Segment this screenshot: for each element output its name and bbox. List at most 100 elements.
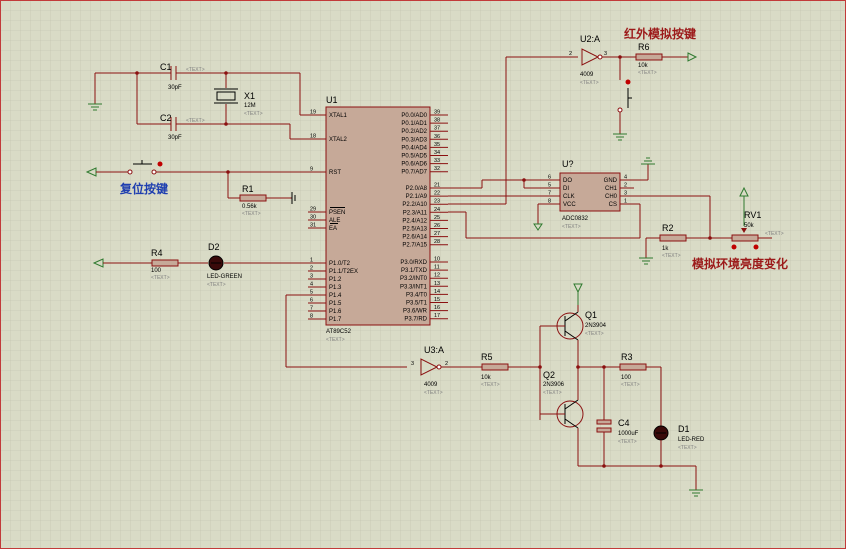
reset-section: R1 0.56k <TEXT> bbox=[85, 160, 308, 217]
pin-number: 6 bbox=[310, 298, 313, 304]
pin-number: 8 bbox=[310, 314, 313, 320]
r1-ref: R1 bbox=[242, 184, 254, 194]
pin-name: RST bbox=[329, 170, 341, 176]
pin-name: P3.6/WR bbox=[403, 309, 428, 315]
pin-name: P2.7/A15 bbox=[402, 243, 427, 249]
pin-number: 27 bbox=[434, 231, 440, 237]
annotation-reset-key: 复位按键 bbox=[119, 181, 168, 196]
adc-text-placeholder: <TEXT> bbox=[562, 224, 581, 230]
pin-name: P1.3 bbox=[329, 285, 342, 291]
u2-pin-out: 3 bbox=[604, 51, 607, 57]
pin-name: P1.4 bbox=[329, 293, 342, 299]
pin-1: 1P1.0/T2 bbox=[308, 258, 351, 267]
rv1-value: 50k bbox=[744, 223, 755, 229]
pin-name: P2.3/A11 bbox=[403, 210, 428, 216]
pin-name: P3.1/TXD bbox=[401, 268, 428, 274]
c4-text: <TEXT> bbox=[618, 439, 637, 445]
pin-number: 21 bbox=[434, 183, 440, 189]
r5-ref: R5 bbox=[481, 352, 493, 362]
pin-name: P0.7/AD7 bbox=[401, 170, 427, 176]
pin-number: 35 bbox=[434, 142, 440, 148]
pin-name: P3.3/INT1 bbox=[400, 284, 428, 290]
adc-ref: U? bbox=[562, 159, 574, 169]
pin-name: VCC bbox=[563, 202, 576, 208]
pin-1: 1CS bbox=[609, 199, 634, 208]
pin-name: P1.6 bbox=[329, 309, 342, 315]
u3-ref: U3:A bbox=[424, 345, 444, 355]
u3-text: <TEXT> bbox=[424, 390, 443, 396]
u2-value: 4009 bbox=[580, 72, 594, 78]
pin-name: EA bbox=[329, 226, 337, 232]
d1-text: <TEXT> bbox=[678, 445, 697, 451]
pin-name: P3.2/INT0 bbox=[400, 276, 428, 282]
pin-number: 29 bbox=[310, 207, 316, 213]
pin-name: XTAL2 bbox=[329, 137, 348, 143]
q2-ref: Q2 bbox=[543, 370, 555, 380]
q2-text: <TEXT> bbox=[543, 390, 562, 396]
q2-value: 2N3906 bbox=[543, 382, 565, 388]
r5-value: 10k bbox=[481, 375, 492, 381]
u2-text: <TEXT> bbox=[580, 80, 599, 86]
pin-number: 8 bbox=[548, 199, 551, 205]
q1-value: 2N3904 bbox=[585, 323, 607, 329]
pin-name: XTAL1 bbox=[329, 113, 348, 119]
pin-name: P1.1/T2EX bbox=[329, 269, 358, 275]
c2-text: <TEXT> bbox=[186, 118, 205, 124]
crystal-section: C1 30pF <TEXT> C2 30pF <TEXT> X1 12M <TE… bbox=[88, 62, 308, 141]
r1-text: <TEXT> bbox=[242, 211, 261, 217]
pin-number: 5 bbox=[548, 183, 551, 189]
adc-part: ADC0832 bbox=[562, 216, 589, 222]
c1-text: <TEXT> bbox=[186, 67, 205, 73]
c4-value: 1000uF bbox=[618, 431, 639, 437]
pin-name: P1.0/T2 bbox=[329, 261, 351, 267]
buzzer-drive-section: 3 2 U3:A 4009 <TEXT> R5 10k <TEXT> bbox=[285, 294, 540, 396]
pin-name: CS bbox=[609, 202, 617, 208]
annotation-ir-key: 红外模拟按键 bbox=[624, 26, 696, 41]
pin-number: 15 bbox=[434, 297, 440, 303]
c1-ref: C1 bbox=[160, 62, 172, 72]
pin-number: 17 bbox=[434, 313, 440, 319]
pin-number: 1 bbox=[310, 258, 313, 264]
d2-ref: D2 bbox=[208, 242, 220, 252]
u2-ref: U2:A bbox=[580, 34, 600, 44]
pin-number: 5 bbox=[310, 290, 313, 296]
pin-number: 12 bbox=[434, 273, 440, 279]
pin-number: 7 bbox=[548, 191, 551, 197]
pin-7: 7P1.6 bbox=[308, 306, 342, 315]
mcu-text-placeholder: <TEXT> bbox=[326, 337, 345, 343]
r5-text: <TEXT> bbox=[481, 382, 500, 388]
d1-ref: D1 bbox=[678, 424, 690, 434]
q1-ref: Q1 bbox=[585, 310, 597, 320]
pin-name: P2.4/A12 bbox=[402, 218, 427, 224]
r4-value: 100 bbox=[151, 268, 162, 274]
ir-key-section: 2 3 U2:A 4009 <TEXT> R6 10k <TEXT> bbox=[569, 34, 698, 141]
mcu-u1[interactable]: 19XTAL118XTAL29RST29PSEN30ALE31EA1P1.0/T… bbox=[308, 95, 448, 343]
pin-name: P0.0/AD0 bbox=[401, 113, 427, 119]
pin-number: 18 bbox=[310, 134, 316, 140]
pin-number: 3 bbox=[310, 274, 313, 280]
d2-text: <TEXT> bbox=[207, 282, 226, 288]
pin-number: 28 bbox=[434, 239, 440, 245]
pin-number: 3 bbox=[624, 191, 627, 197]
